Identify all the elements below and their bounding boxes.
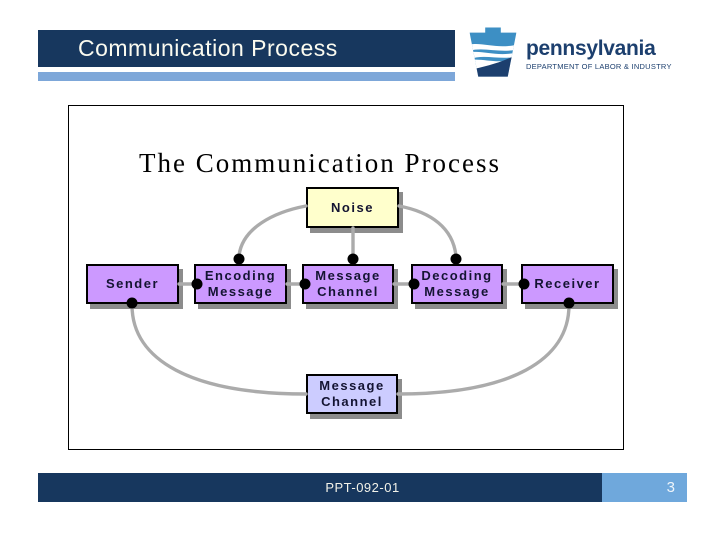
communication-process-diagram: The Communication Process Noise Sender E…	[68, 105, 624, 450]
edge-noise-to-encoding	[237, 204, 308, 258]
node-label: Message	[319, 378, 385, 394]
node-label: Noise	[331, 199, 374, 215]
edge-noise-to-decoding	[397, 204, 458, 258]
keystone-icon	[467, 27, 519, 83]
node-receiver: Receiver	[521, 264, 614, 304]
node-sender: Sender	[86, 264, 179, 304]
footer-navy-bar	[38, 473, 602, 502]
page-title: Communication Process	[78, 35, 338, 61]
node-label: Decoding	[421, 268, 493, 284]
node-label: Sender	[105, 276, 160, 292]
page-number: 3	[602, 473, 687, 502]
logo-department: DEPARTMENT OF LABOR & INDUSTRY	[526, 62, 672, 71]
footer-bar: 3 PPT-092-01	[38, 473, 687, 502]
junction-dot	[347, 253, 359, 265]
logo-text: pennsylvania DEPARTMENT OF LABOR & INDUS…	[526, 38, 672, 71]
node-label: Message	[424, 284, 490, 299]
node-label: Message	[315, 268, 381, 284]
edge-sender-to-feedback-channel	[130, 303, 308, 396]
header-bar: Communication Process	[38, 30, 455, 67]
node-label: Receiver	[534, 276, 601, 292]
node-label: Channel	[317, 284, 379, 299]
diagram-title: The Communication Process	[139, 148, 501, 178]
node-noise: Noise	[306, 187, 399, 228]
node-decoding-message: Decoding Message	[411, 264, 503, 304]
node-message-channel: Message Channel	[302, 264, 394, 304]
node-label: Channel	[321, 394, 383, 409]
pa-dept-logo: pennsylvania DEPARTMENT OF LABOR & INDUS…	[467, 27, 672, 83]
node-label: Encoding	[204, 268, 277, 284]
junction-dot	[450, 253, 462, 265]
node-message-channel-feedback: Message Channel	[306, 374, 398, 414]
node-label: Message	[207, 284, 274, 299]
node-encoding-message: Encoding Message	[194, 264, 287, 304]
edge-receiver-to-feedback-channel	[396, 303, 571, 396]
footer-doc-id: PPT-092-01	[325, 480, 400, 495]
junction-dot	[233, 253, 245, 265]
header-accent-bar	[38, 71, 455, 81]
logo-brand: pennsylvania	[526, 37, 656, 60]
